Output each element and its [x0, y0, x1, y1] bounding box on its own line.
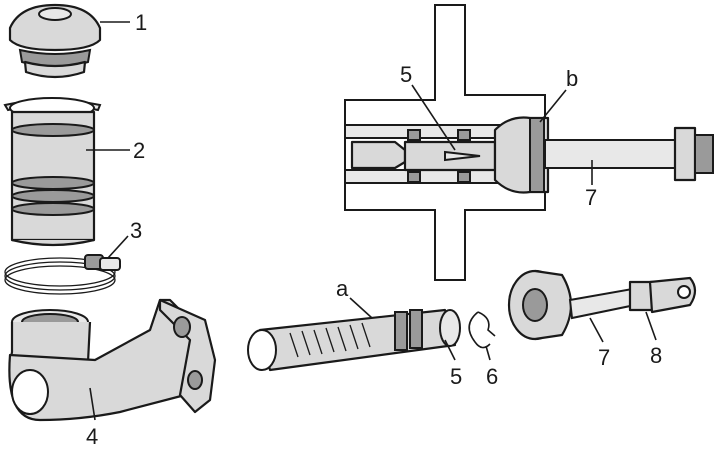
label-3: 3 [130, 218, 142, 243]
label-5-section: 5 [400, 62, 412, 87]
label-2: 2 [133, 138, 145, 163]
section-view [344, 4, 714, 281]
label-4: 4 [86, 424, 98, 449]
label-b: b [566, 66, 578, 91]
leader-lines [86, 21, 657, 421]
part-4-body [8, 298, 217, 422]
label-1: 1 [135, 10, 147, 35]
part-7-8-pushrod [507, 269, 697, 341]
label-7-main: 7 [598, 345, 610, 370]
label-7-section: 7 [585, 185, 597, 210]
part-1-cap [8, 3, 102, 79]
label-8: 8 [650, 343, 662, 368]
label-a: a [336, 276, 349, 301]
label-6: 6 [486, 364, 498, 389]
piston-assembly [247, 308, 461, 372]
label-5-main: 5 [450, 364, 462, 389]
part-6-circlip [468, 311, 496, 349]
part-3-clamp [4, 254, 121, 295]
part-2-sleeve [3, 97, 102, 247]
